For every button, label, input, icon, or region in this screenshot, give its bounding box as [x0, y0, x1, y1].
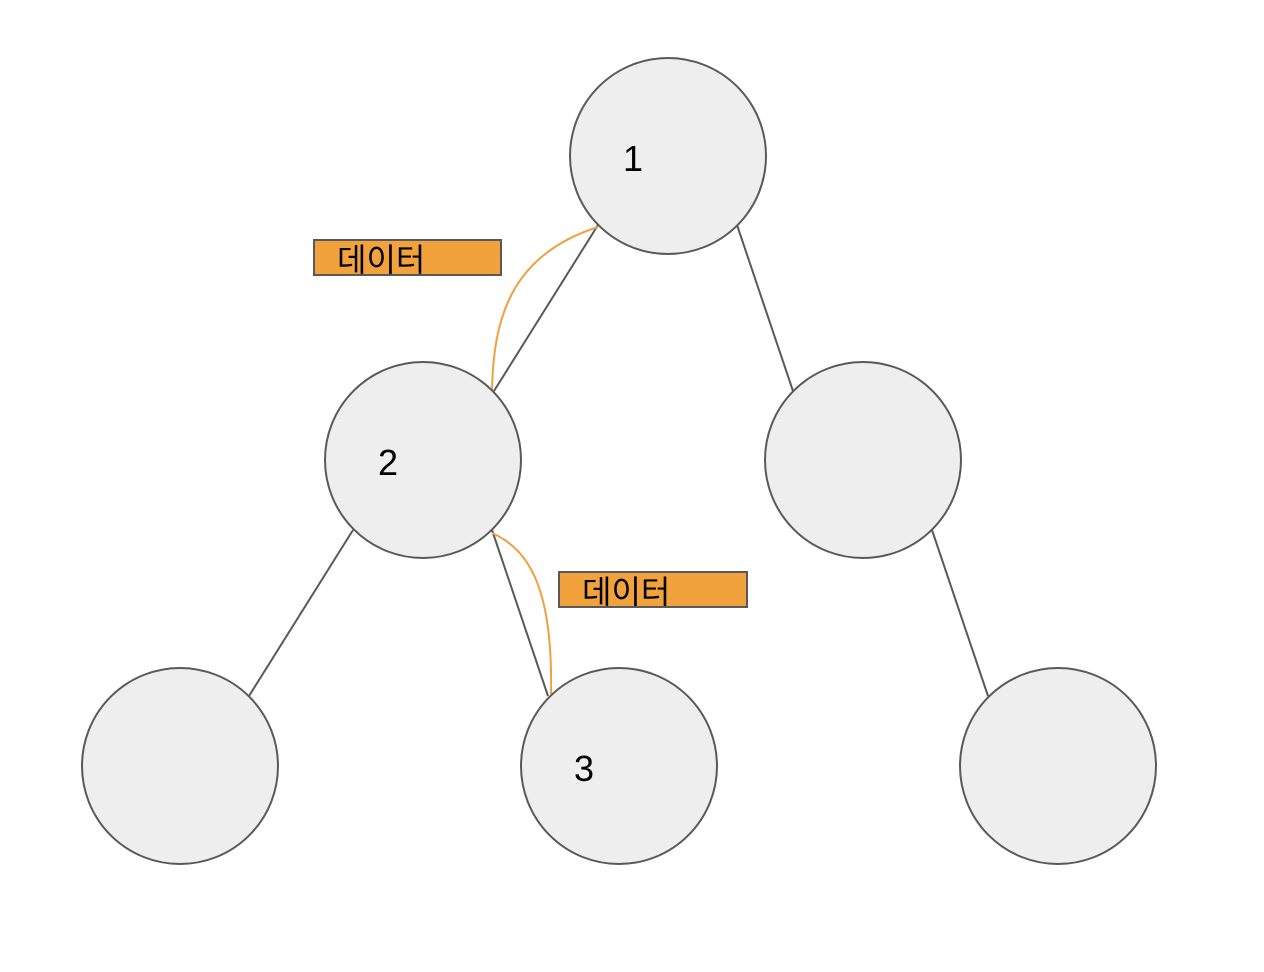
data-link-1-2 — [491, 226, 599, 393]
tree-node-left-left — [81, 667, 279, 865]
data-box-label: 데이터 — [582, 573, 670, 611]
node-circle — [520, 667, 718, 865]
data-box-lower: 데이터 — [558, 571, 748, 611]
tree-node-1: 1 — [569, 57, 767, 255]
node-circle — [764, 361, 962, 559]
node-label: 3 — [574, 748, 594, 789]
data-box-background — [313, 239, 502, 276]
node-circle — [569, 57, 767, 255]
node-label: 1 — [623, 138, 643, 179]
data-link-2-3 — [491, 532, 553, 695]
data-box-label: 데이터 — [337, 241, 425, 279]
node-circle — [959, 667, 1157, 865]
node-circle — [81, 667, 279, 865]
edge-right-right-right — [931, 529, 989, 697]
edge-1-2 — [493, 224, 599, 392]
tree-node-3: 3 — [520, 667, 718, 865]
data-box-background — [558, 571, 748, 608]
edge-2-3 — [491, 529, 549, 697]
edge-2-left-left — [248, 529, 354, 697]
edge-1-right — [736, 224, 794, 392]
data-box-upper: 데이터 — [313, 239, 502, 279]
node-circle — [324, 361, 522, 559]
tree-node-right-right — [959, 667, 1157, 865]
tree-node-right — [764, 361, 962, 559]
tree-node-2: 2 — [324, 361, 522, 559]
node-label: 2 — [378, 442, 398, 483]
